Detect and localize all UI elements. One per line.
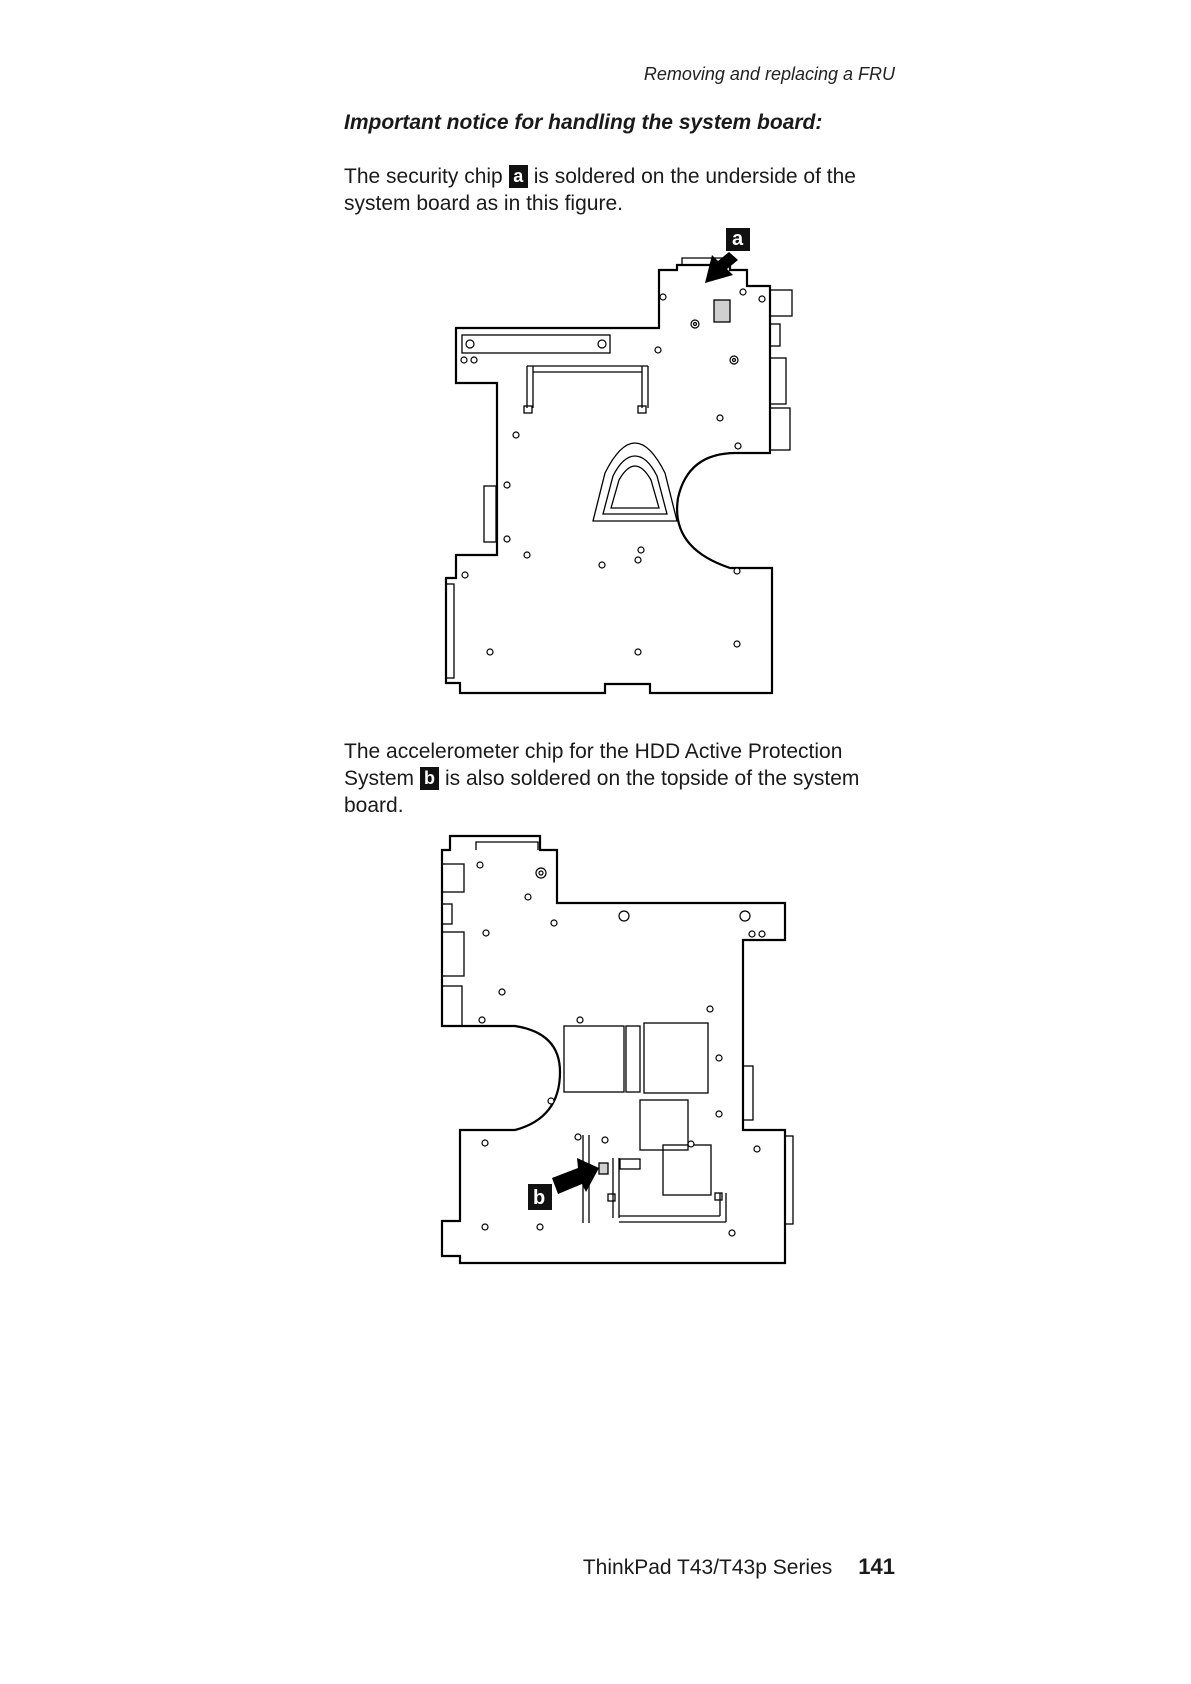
para1-text-before: The security chip (344, 165, 503, 188)
running-header: Removing and replacing a FRU (643, 64, 895, 84)
system-board-topside-figure: b (440, 834, 794, 1265)
callout-b: b (420, 767, 440, 790)
footer-series: ThinkPad T43/T43p Series (582, 1556, 833, 1579)
notice-heading: Important notice for handling the system… (344, 111, 823, 134)
page-footer: ThinkPad T43/T43p Series 141 (583, 1554, 895, 1580)
system-board-underside-figure: a (444, 228, 793, 695)
callout-a: a (508, 165, 528, 188)
figure-a-label: a (732, 228, 744, 250)
para2-text-after: is also soldered on the topside of the s… (344, 767, 860, 817)
figure-b-label: b (533, 1187, 545, 1209)
para1-text-after: is soldered on the underside of the syst… (344, 165, 856, 215)
page-number: 141 (858, 1554, 895, 1579)
accelerometer-paragraph: The accelerometer chip for the HDD Activ… (344, 738, 884, 819)
para2-text-before: The accelerometer chip for the HDD Activ… (344, 740, 843, 790)
